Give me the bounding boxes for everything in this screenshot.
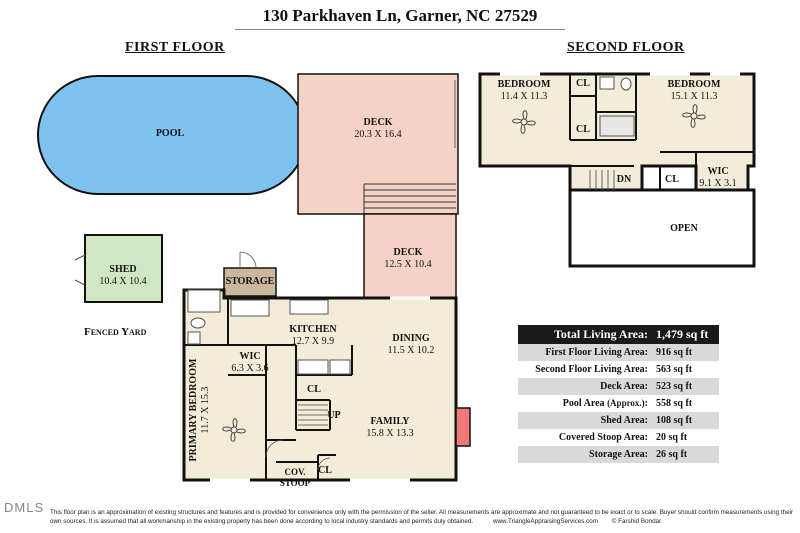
stairs-dn-label: DN [616, 174, 632, 185]
summary-row-label: Storage Area: [518, 446, 652, 463]
summary-row-value: 916 sq ft [652, 344, 719, 361]
shed-dims: 10.4 X 10.4 [99, 276, 147, 287]
bedroom-right-dims: 15.1 X 11.3 [670, 91, 718, 102]
kitchen-label: KITCHEN [289, 324, 337, 335]
stairs-second [589, 170, 615, 192]
ceiling-fan-right [682, 104, 706, 128]
door-swings-first [265, 439, 331, 471]
deck-lower-shape [363, 213, 457, 301]
summary-header-row: Total Living Area: 1,479 sq ft [518, 325, 719, 344]
summary-row-value: 523 sq ft [652, 378, 719, 395]
summary-row: Shed Area: 108 sq ft [518, 412, 719, 429]
ceiling-fan-left [512, 110, 536, 134]
summary-header-label: Total Living Area: [518, 325, 652, 344]
summary-row: Deck Area: 523 sq ft [518, 378, 719, 395]
summary-row-value: 20 sq ft [652, 429, 719, 446]
summary-row: Storage Area: 26 sq ft [518, 446, 719, 463]
wic-second-dims: 9.1 X 3.1 [699, 178, 737, 189]
storage-label: STORAGE [225, 276, 275, 287]
summary-row-label: Covered Stoop Area: [518, 429, 652, 446]
fenced-yard-label: Fenced Yard [84, 326, 147, 338]
pool-label: POOL [155, 128, 185, 139]
title-rule [235, 29, 565, 30]
family-label: FAMILY [370, 416, 410, 427]
deck-upper-shape [297, 73, 459, 215]
bath-second [599, 76, 635, 137]
storage-door [239, 251, 257, 269]
summary-row-value: 563 sq ft [652, 361, 719, 378]
second-interior-walls [569, 74, 754, 190]
kitchen-dims: 12.7 X 9.9 [291, 336, 335, 347]
wic-first-dims: 6.3 X 3.6 [231, 363, 269, 374]
pool-area-note: (Approx.) [607, 398, 645, 408]
deck-upper-label: DECK [363, 117, 393, 128]
kitchen-counters [230, 299, 351, 375]
summary-row-label: Shed Area: [518, 412, 652, 429]
storage-shape [223, 267, 277, 297]
summary-row-label-pool: Pool Area (Approx.): [518, 395, 652, 412]
bath-fixtures [187, 289, 221, 345]
summary-row: Pool Area (Approx.): 558 sq ft [518, 395, 719, 412]
shed-label: SHED [109, 264, 137, 275]
page-title: 130 Parkhaven Ln, Garner, NC 27529 [262, 6, 538, 25]
dining-label: DINING [392, 333, 430, 344]
shed-door [74, 254, 86, 286]
cov-stoop-label-2: STOOP [279, 478, 311, 488]
summary-row-value: 108 sq ft [652, 412, 719, 429]
closet-mid-label: CL [576, 124, 590, 135]
summary-header-value: 1,479 sq ft [652, 325, 719, 344]
mls-watermark: DMLS [4, 500, 45, 515]
website-text: www.TriangleAppraisingServices.com [492, 517, 599, 525]
windows [210, 72, 740, 482]
disclaimer-text: This floor plan is an approximation of e… [50, 509, 794, 525]
disclaimer: This floor plan is an approximation of e… [50, 509, 795, 526]
pool-area-colon: : [644, 398, 648, 409]
deck-steps [363, 183, 456, 214]
family-dims: 15.8 X 13.3 [366, 428, 414, 439]
primary-bedroom-dims: 11.7 X 15.3 [200, 386, 211, 434]
primary-bedroom-label: PRIMARY BEDROOM [188, 358, 199, 462]
closet-top-label: CL [576, 78, 590, 89]
wic-first-label: WIC [239, 351, 261, 362]
summary-row-label: Second Floor Living Area: [518, 361, 652, 378]
dining-dims: 11.5 X 10.2 [387, 345, 435, 356]
closet-right-label: CL [665, 174, 679, 185]
closet2-first-label: CL [318, 465, 332, 476]
summary-row-value: 558 sq ft [652, 395, 719, 412]
first-floor-heading: FIRST FLOOR [125, 40, 225, 55]
summary-row-value: 26 sq ft [652, 446, 719, 463]
pool-area-label: Pool Area [562, 398, 605, 409]
stairs-up-label: UP [327, 410, 341, 421]
fireplace [455, 407, 471, 447]
closet-first-label: CL [307, 384, 321, 395]
first-floor-footprint [182, 288, 458, 482]
primary-bedroom-label-group: PRIMARY BEDROOM 11.7 X 15.3 [188, 350, 212, 470]
bedroom-left-label: BEDROOM [497, 79, 551, 90]
summary-row-label: Deck Area: [518, 378, 652, 395]
interior-walls [184, 298, 353, 480]
bedroom-left-dims: 11.4 X 11.3 [500, 91, 548, 102]
area-summary-table: Total Living Area: 1,479 sq ft First Flo… [518, 325, 719, 463]
ceiling-fan-primary [222, 418, 246, 442]
second-floor-heading: SECOND FLOOR [567, 40, 685, 55]
bedroom-right-label: BEDROOM [667, 79, 721, 90]
summary-row: Covered Stoop Area: 20 sq ft [518, 429, 719, 446]
second-floor-footprint [478, 72, 756, 218]
wic-second-label: WIC [707, 166, 729, 177]
cov-stoop-label: COV. [284, 467, 306, 477]
open-area-label: OPEN [670, 223, 698, 234]
summary-row: First Floor Living Area: 916 sq ft [518, 344, 719, 361]
shed-shape [84, 234, 163, 303]
stairs-first [298, 404, 328, 426]
deck-lower-dims: 12.5 X 10.4 [384, 259, 432, 270]
deck-lower-label: DECK [393, 247, 423, 258]
deck-upper-dims: 20.3 X 16.4 [354, 129, 402, 140]
summary-row-label: First Floor Living Area: [518, 344, 652, 361]
summary-row: Second Floor Living Area: 563 sq ft [518, 361, 719, 378]
open-area-outline [568, 188, 756, 268]
copyright-text: © Farshid Bondar [611, 517, 662, 525]
